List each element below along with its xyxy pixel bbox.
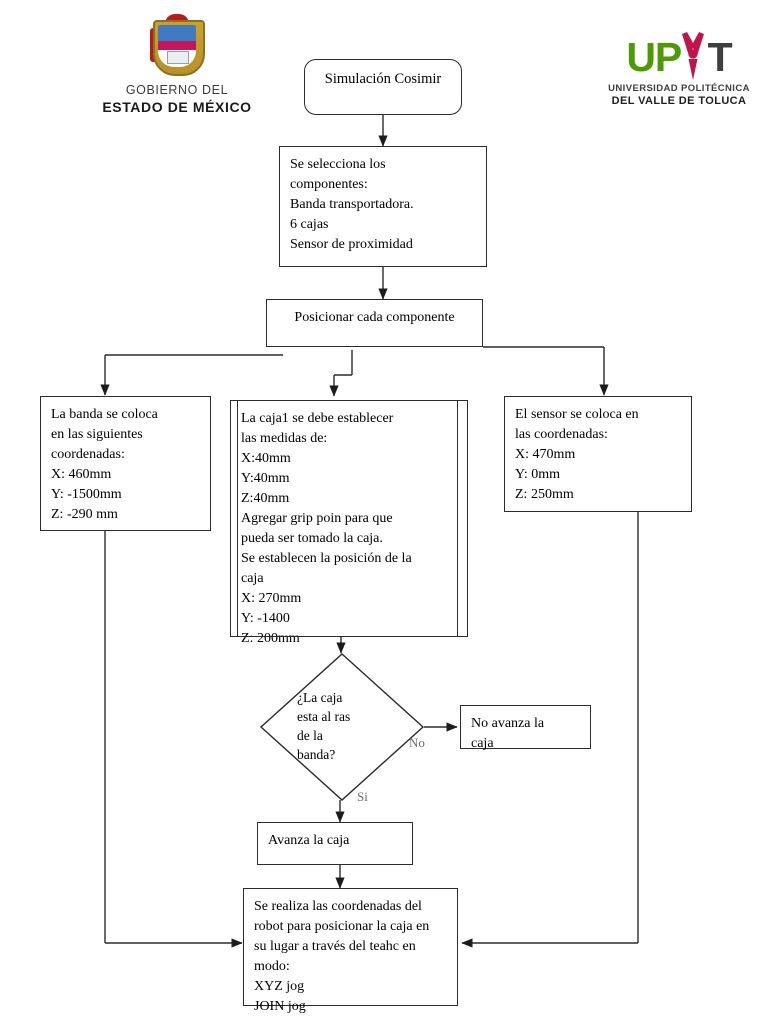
decision-diamond-shape — [259, 653, 425, 801]
edge-label-no: No — [409, 735, 425, 750]
node-sensor-coordenadas[interactable]: El sensor se coloca en las coordenadas: … — [504, 396, 692, 512]
coat-of-arms-icon — [150, 14, 205, 78]
node-start[interactable]: Simulación Cosimir — [304, 59, 462, 115]
node-robot-coordenadas[interactable]: Se realiza las coordenadas del robot par… — [243, 888, 458, 1014]
upvt-letter-p: P — [654, 34, 682, 80]
person-figure-icon — [682, 32, 704, 80]
node-decision-caja-al-ras[interactable]: ¿La caja esta al ras de la banda? — [259, 652, 425, 802]
node-avanza-caja-label: Avanza la caja — [268, 833, 350, 848]
gem-logo-line2: ESTADO DE MÉXICO — [102, 99, 252, 115]
node-caja1-medidas[interactable]: La caja1 se debe establecer las medidas … — [230, 400, 458, 646]
gem-logo-line1: GOBIERNO DEL — [125, 83, 229, 97]
node-banda-coordenadas[interactable]: La banda se coloca en las siguientes coo… — [40, 396, 211, 531]
upvt-logo-line2: DEL VALLE DE TOLUCA — [611, 95, 747, 107]
node-banda-coordenadas-label: La banda se coloca en las siguientes coo… — [51, 407, 158, 522]
node-no-avanza-caja-label: No avanza la caja — [471, 716, 545, 751]
node-no-avanza-caja[interactable]: No avanza la caja — [460, 705, 591, 751]
edge-label-si: Si — [357, 789, 368, 804]
gobierno-estado-de-mexico-logo: GOBIERNO DEL ESTADO DE MÉXICO — [72, 14, 282, 126]
upvt-wordmark-icon: UPVT — [604, 32, 754, 80]
upvt-letter-u: U — [626, 34, 656, 80]
node-caja1-overlay-border — [237, 400, 468, 637]
node-avanza-caja[interactable]: Avanza la caja — [257, 822, 413, 865]
node-decision-label: ¿La caja esta al ras de la banda? — [297, 690, 351, 762]
upvt-logo: UPVT UNIVERSIDAD POLITÉCNICA DEL VALLE D… — [604, 32, 754, 126]
node-posicionar-componente[interactable]: Posicionar cada componente — [266, 299, 483, 347]
node-sensor-coordenadas-label: El sensor se coloca en las coordenadas: … — [515, 407, 639, 502]
node-posicionar-componente-label: Posicionar cada componente — [294, 310, 455, 325]
node-caja1-medidas-label: La caja1 se debe establecer las medidas … — [241, 411, 412, 646]
node-seleccionar-componentes-label: Se selecciona los componentes: Banda tra… — [290, 157, 414, 252]
node-robot-coordenadas-label: Se realiza las coordenadas del robot par… — [254, 899, 430, 1014]
node-start-label: Simulación Cosimir — [324, 71, 442, 87]
upvt-letter-t: T — [707, 34, 733, 80]
node-seleccionar-componentes[interactable]: Se selecciona los componentes: Banda tra… — [279, 146, 487, 267]
upvt-logo-line1: UNIVERSIDAD POLITÉCNICA — [608, 83, 750, 94]
